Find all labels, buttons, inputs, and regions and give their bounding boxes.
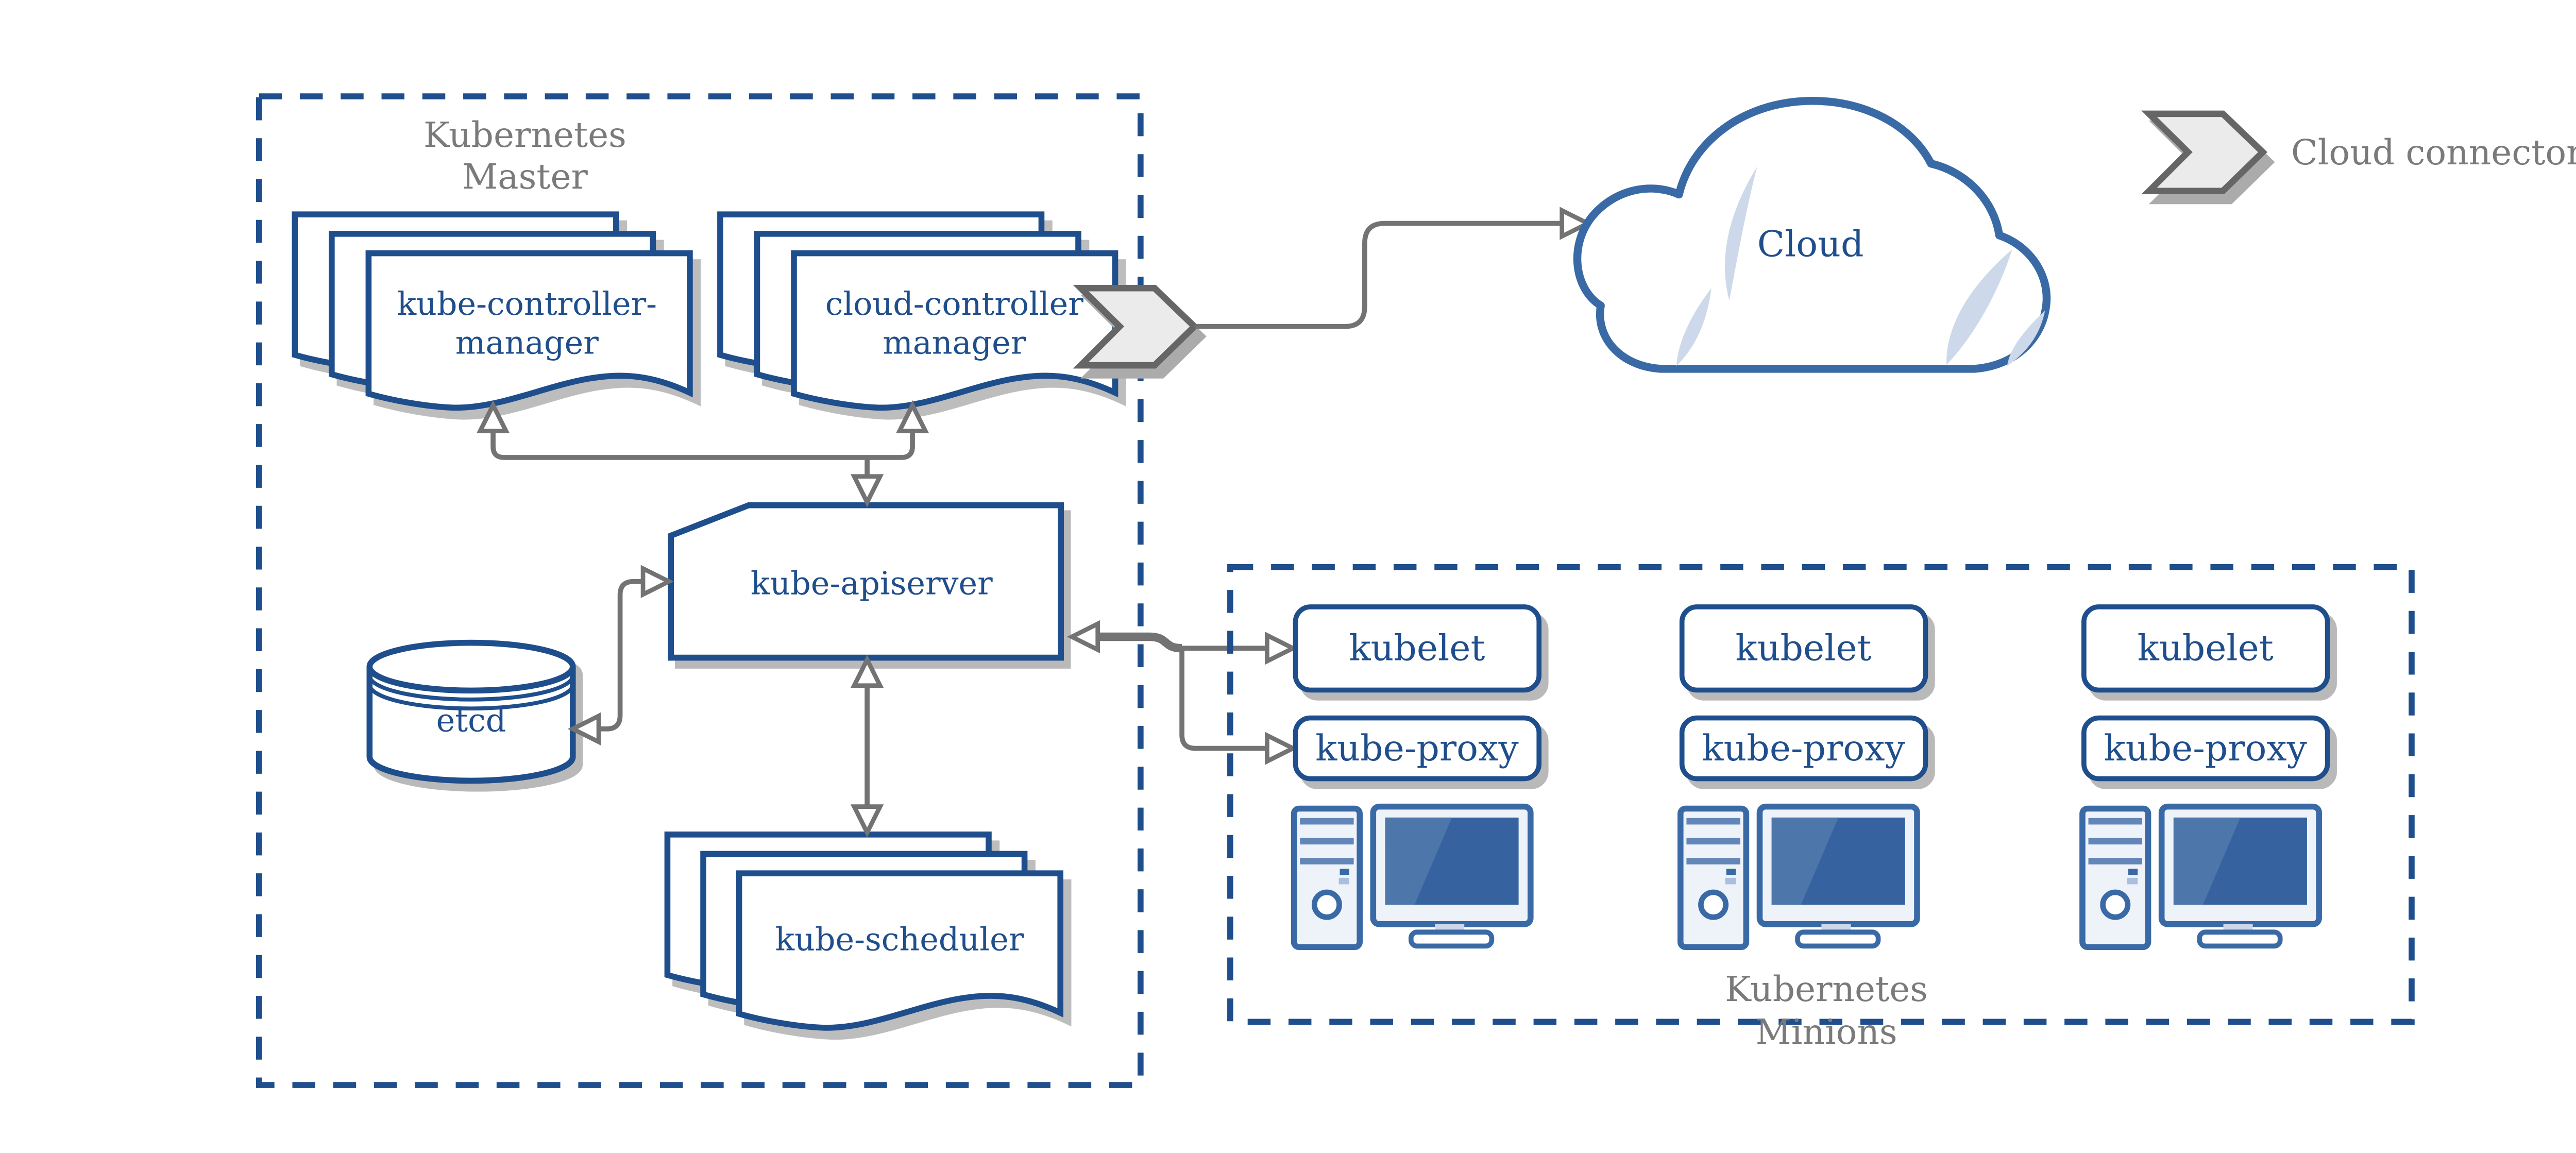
kube-scheduler-label: kube-scheduler [775,921,1024,958]
cloud-controller-manager-stack: cloud-controller manager [717,211,1118,411]
arrowhead-into-scheduler [850,804,884,838]
arrowhead-into-cloud-controller-manager [895,400,929,434]
arrowhead-into-apiserver-left [640,565,674,598]
tower-vent [2088,858,2142,864]
minions-title-line1: Kubernetes [1725,969,1928,1009]
tower-vent [1686,858,1740,864]
cloud-controller-manager-label-line1: cloud-controller [825,285,1084,323]
kube-proxy-label: kube-proxy [2104,727,2307,769]
arrowhead-into-apiserver-right [1066,620,1100,654]
kubelet-box [1679,604,1928,693]
desktop-computer-icon [1677,803,1920,951]
legend: Cloud connector [2141,110,2576,195]
tower-power-button [2100,889,2131,920]
etcd-database-icon: etcd [366,639,576,784]
tower-vent [2088,838,2142,845]
kube-controller-manager-label-line2: manager [455,325,599,362]
tower-vent [1300,838,1354,845]
cloud-label: Cloud [1757,224,1864,265]
tower-drive-light [1725,877,1736,885]
master-boundary [256,93,1144,1088]
computer-tower [2079,805,2151,951]
tower-drive-light [1726,869,1736,875]
tower-power-button [1698,889,1729,920]
legend-chevron-icon [2141,110,2267,195]
tower-drive-light [2127,877,2138,885]
arrowhead-into-kube-controller-manager [476,400,510,434]
monitor-stand [1408,929,1495,949]
arrowhead-into-kubelet [1265,632,1298,665]
arrowhead-into-apiserver-top [850,474,884,507]
monitor-stand [1795,929,1881,949]
tower-vent [1300,818,1354,825]
kubelet-box [1293,604,1542,693]
doc-page [365,250,693,411]
doc-page [791,250,1118,411]
computer-tower [1291,805,1363,951]
kube-controller-manager-stack: kube-controller- manager [292,211,693,411]
kubelet-label: kubelet [1349,628,1485,669]
kube-scheduler-stack: kube-scheduler [664,831,1063,1031]
arrowhead-into-etcd [568,712,601,745]
tower-vent [2088,818,2142,825]
etcd-label: etcd [436,702,506,739]
tower-drive-light [1340,869,1349,875]
minions-title-line2: Minions [1755,1011,1897,1052]
kubelet-label: kubelet [1736,628,1872,669]
arrowhead-into-cloud [1560,207,1593,240]
arrowhead-into-apiserver-bottom [850,654,884,688]
tower-vent [1300,858,1354,864]
controllers-connector-line [490,432,915,460]
tower-drive-light [1338,877,1349,885]
kube-proxy-label: kube-proxy [1702,727,1905,769]
tower-vent [1686,838,1740,845]
kubelet-label: kubelet [2138,628,2274,669]
master-title-line1: Kubernetes [423,114,626,155]
computer-tower [1677,805,1750,951]
kubelet-box [2081,604,2330,693]
legend-label: Cloud connector [2291,132,2576,173]
minion-column: kubelet kube-proxy [2079,604,2330,951]
connector-to-cloud-line [1195,221,1563,329]
kube-apiserver-label: kube-apiserver [751,565,993,602]
monitor-screen-glare [1771,817,1839,905]
cloud-icon: Cloud [1573,97,2051,373]
master-title-line2: Master [462,156,588,197]
monitor-screen-glare [1385,817,1452,905]
apiserver-minions-trunk-line [1095,632,1182,653]
kube-proxy-box [1293,715,1542,782]
kube-proxy-box [2081,715,2330,782]
tower-drive-light [2128,869,2138,875]
doc-page [736,870,1063,1031]
kube-proxy-box [1679,715,1928,782]
kube-proxy-label: kube-proxy [1315,727,1519,769]
arrowhead-into-kube-proxy [1265,732,1298,765]
minion-column: kubelet kube-proxy [1677,604,1928,951]
cloud-connector-chevron-icon [1073,284,1199,369]
kube-apiserver-node: kube-apiserver [668,502,1064,661]
desktop-computer-icon [1291,803,1534,951]
branch-to-kube-proxy-line [1179,648,1268,751]
minion-column: kubelet kube-proxy [1291,604,1542,951]
kube-controller-manager-label-line1: kube-controller- [397,285,657,323]
minions-boundary [1227,564,2415,1025]
monitor-stand [2197,929,2283,949]
tower-power-button [1311,889,1342,920]
tower-vent [1686,818,1740,825]
apiserver-etcd-connector-line [596,579,644,732]
monitor-screen-glare [2173,817,2241,905]
desktop-computer-icon [2079,803,2322,951]
cloud-controller-manager-label-line2: manager [883,325,1026,362]
